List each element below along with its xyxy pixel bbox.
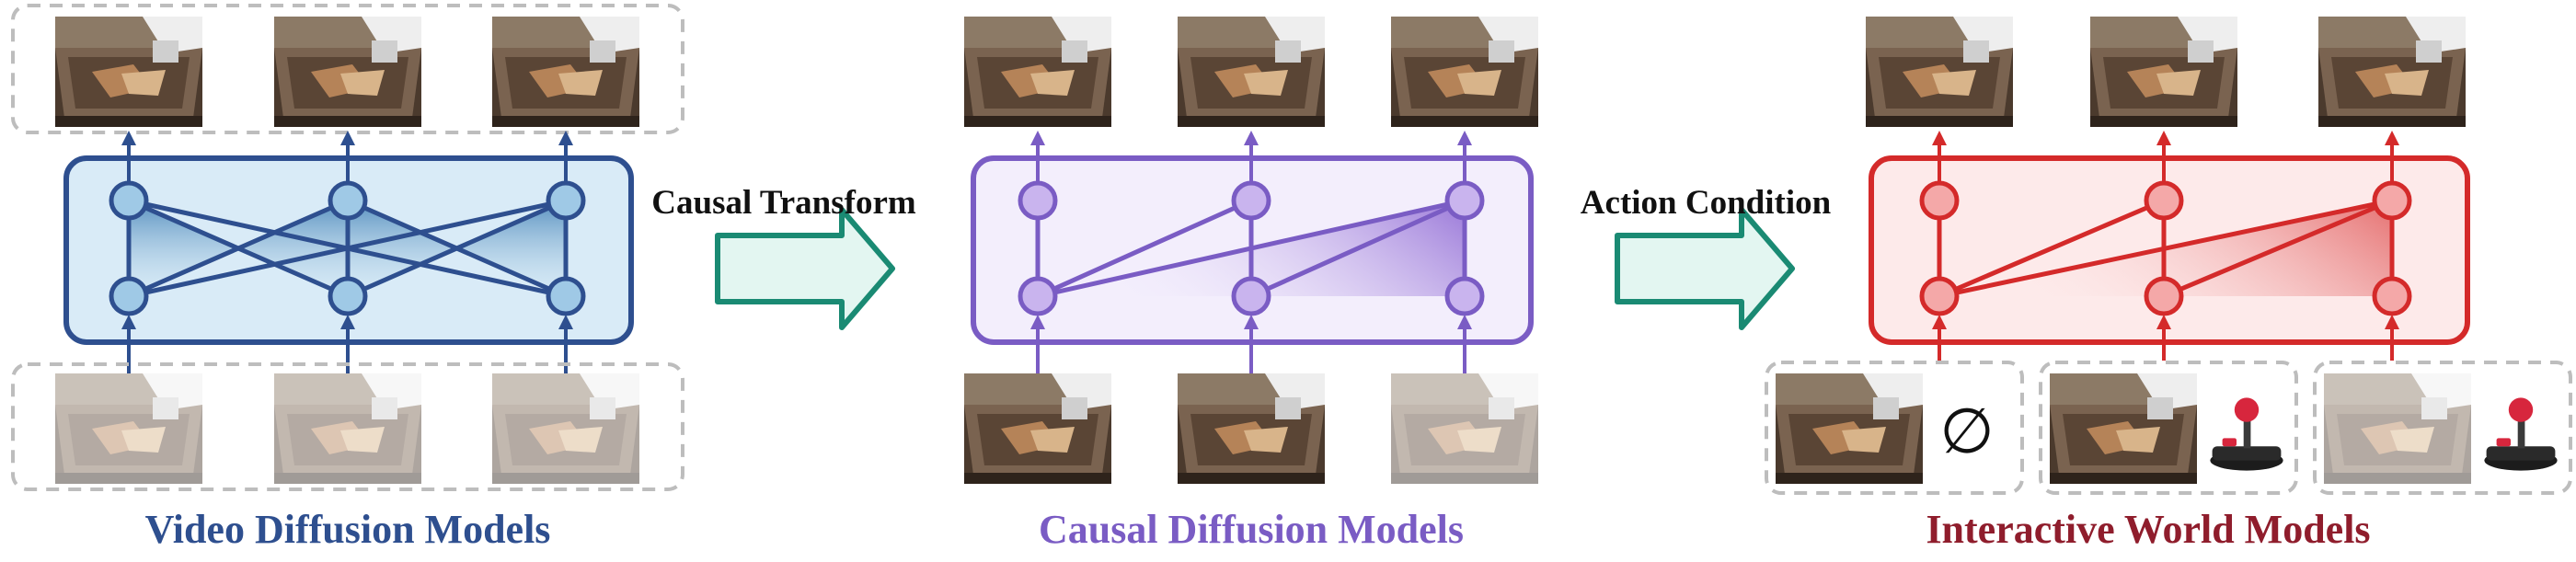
latent-node (1919, 276, 1960, 316)
video-frame-thumbnail (964, 17, 1111, 127)
latent-node (1919, 180, 1960, 221)
latent-node (1444, 276, 1485, 316)
latent-node (2372, 180, 2412, 221)
dashed-frame-group (1765, 361, 2024, 495)
attention-edge (2163, 198, 2393, 299)
attention-edge (1036, 198, 1253, 299)
causal-transform-arrow: Causal Transform (651, 184, 916, 330)
arrow-head-icon (1932, 131, 1947, 145)
arrow-head-icon (121, 131, 136, 145)
video-frame-thumbnail (2324, 373, 2471, 484)
video-frame-thumbnail (55, 373, 202, 484)
arrow-head-icon (2156, 315, 2171, 329)
latent-node (1018, 180, 1058, 221)
latent-node (328, 276, 368, 316)
arrow-head-icon (2385, 131, 2399, 145)
empty-action-symbol: ∅ (1939, 396, 1994, 468)
arrow-head-icon (2385, 315, 2399, 329)
attention-edge (1938, 198, 2165, 299)
video-frame-thumbnail (1178, 17, 1325, 127)
arrow-head-icon (1457, 131, 1472, 145)
latent-node (328, 180, 368, 221)
attention-edge (127, 198, 350, 299)
latent-node (2144, 180, 2184, 221)
flow-arrow-icon (715, 207, 895, 330)
arrow-head-icon (1457, 315, 1472, 329)
arrow-head-icon (1030, 131, 1045, 145)
arrow-head-icon (558, 315, 573, 329)
causal-diffusion-title: Causal Diffusion Models (1039, 507, 1464, 552)
joystick-icon (2484, 397, 2558, 471)
attention-edge (1249, 198, 1466, 299)
latent-node (109, 276, 149, 316)
video-frame-thumbnail (2090, 17, 2237, 127)
latent-node (2144, 276, 2184, 316)
arrow-head-icon (1932, 315, 1947, 329)
arrow-head-icon (1244, 315, 1259, 329)
arrow-head-icon (121, 315, 136, 329)
latent-node (1444, 180, 1485, 221)
action-condition-arrow: Action Condition (1581, 184, 1832, 330)
video-frame-thumbnail (2050, 373, 2197, 484)
arrow-head-icon (340, 131, 355, 145)
video-frame-thumbnail (492, 373, 639, 484)
video-frame-thumbnail (1391, 373, 1538, 484)
latent-node (2372, 276, 2412, 316)
latent-node (1231, 276, 1271, 316)
interactive-world-panel: ∅ (1765, 17, 2572, 495)
causal-transform-label: Causal Transform (651, 184, 916, 222)
video-frame-thumbnail (2318, 17, 2466, 127)
latent-node (1231, 180, 1271, 221)
joystick-icon (2210, 397, 2283, 471)
dashed-frame-group (11, 4, 684, 134)
action-condition-label: Action Condition (1581, 184, 1832, 222)
latent-node (1018, 276, 1058, 316)
video-frame-thumbnail (274, 373, 421, 484)
video-frame-thumbnail (964, 373, 1111, 484)
dashed-frame-group (2313, 361, 2572, 495)
attention-edge (346, 198, 568, 299)
video-frame-thumbnail (1776, 373, 1923, 484)
video-frame-thumbnail (55, 17, 202, 127)
latent-node (109, 180, 149, 221)
dashed-frame-group (11, 362, 684, 491)
arrow-head-icon (1030, 315, 1045, 329)
latent-node (546, 276, 586, 316)
flow-arrow-icon (1615, 207, 1795, 330)
video-diffusion-title: Video Diffusion Models (145, 507, 551, 552)
arrow-head-icon (340, 315, 355, 329)
dashed-frame-group (2039, 361, 2298, 495)
causal-diffusion-panel (964, 17, 1538, 484)
video-frame-thumbnail (1866, 17, 2013, 127)
video-frame-thumbnail (1178, 373, 1325, 484)
video-frame-thumbnail (492, 17, 639, 127)
arrow-head-icon (2156, 131, 2171, 145)
arrow-head-icon (1244, 131, 1259, 145)
video-frame-thumbnail (274, 17, 421, 127)
arrow-head-icon (558, 131, 573, 145)
interactive-world-title: Interactive World Models (1926, 507, 2370, 552)
video-frame-thumbnail (1391, 17, 1538, 127)
latent-node (546, 180, 586, 221)
video-diffusion-panel (11, 4, 684, 491)
